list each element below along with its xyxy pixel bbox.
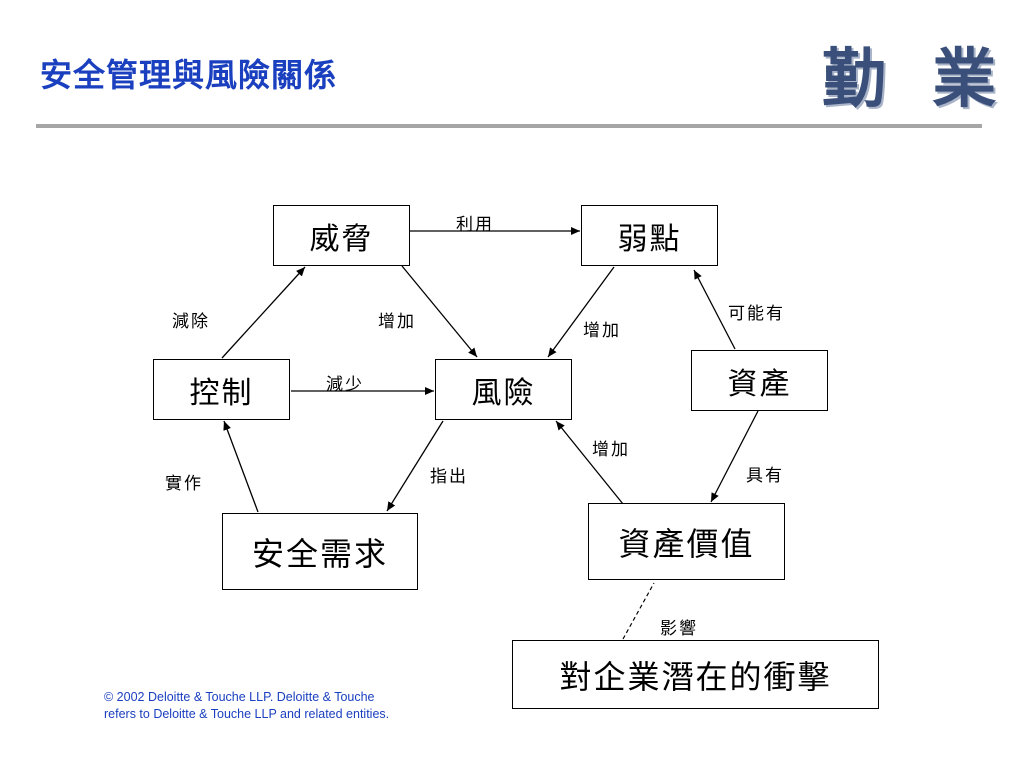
edge-label-reduce: 減少: [326, 375, 364, 395]
edge-risk-to-requirement: [386, 420, 444, 512]
node-risk: 風險: [435, 359, 572, 420]
edge-requirement-to-control: [223, 420, 259, 513]
company-logo: 勤 業: [822, 43, 1009, 117]
copyright-line-2: refers to Deloitte & Touche LLP and rela…: [104, 707, 390, 721]
edge-vulnerability-to-risk: [547, 266, 615, 358]
edge-impact-to-asset-value: [622, 582, 655, 640]
edge-asset-value-to-risk: [555, 420, 624, 505]
edge-asset-to-asset-value: [710, 410, 759, 503]
edge-label-implement: 實作: [165, 474, 203, 494]
edge-threat-to-risk: [401, 265, 478, 358]
edge-label-increase-vulnerability: 增加: [583, 321, 621, 341]
copyright-line-1: © 2002 Deloitte & Touche LLP. Deloitte &…: [104, 690, 375, 704]
title-divider: [36, 124, 982, 128]
edge-label-indicate: 指出: [430, 467, 468, 487]
edge-label-increase-threat: 增加: [378, 312, 416, 332]
edge-label-eliminate: 減除: [172, 312, 210, 332]
edge-label-has: 具有: [746, 466, 784, 486]
edge-label-increase-asset-value: 增加: [592, 440, 630, 460]
node-threat: 威脅: [273, 205, 410, 266]
edge-asset-to-vulnerability: [693, 269, 736, 350]
edge-control-to-threat: [221, 266, 306, 359]
node-security-requirement: 安全需求: [222, 513, 418, 590]
node-control: 控制: [153, 359, 290, 420]
edge-label-may-have: 可能有: [728, 304, 785, 324]
node-vulnerability: 弱點: [581, 205, 718, 266]
page-title: 安全管理與風險關係: [40, 56, 338, 94]
node-asset: 資產: [691, 350, 828, 411]
copyright-footer: © 2002 Deloitte & Touche LLP. Deloitte &…: [104, 689, 389, 723]
edge-label-exploit: 利用: [456, 215, 494, 235]
node-asset-value: 資產價值: [588, 503, 785, 580]
edge-label-affect: 影響: [660, 619, 698, 639]
node-business-impact: 對企業潛在的衝擊: [512, 640, 879, 709]
